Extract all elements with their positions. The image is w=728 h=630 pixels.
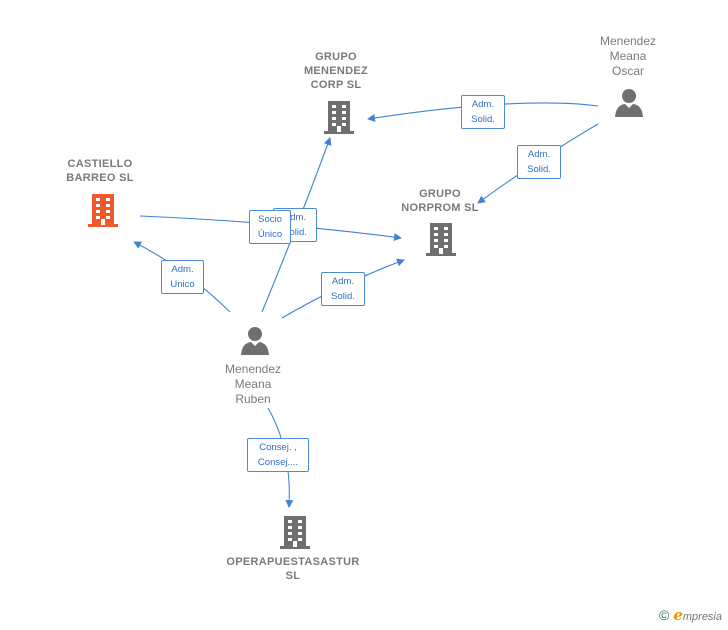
person-icon[interactable] <box>240 326 270 356</box>
company-label-operapuestasastur[interactable]: OPERAPUESTASASTUR SL <box>226 556 360 582</box>
brand-initial: e <box>673 606 683 624</box>
copyright-symbol: © <box>659 607 670 623</box>
empresia-watermark: ©empresia <box>659 606 722 624</box>
company-label-grupo-menendez-corp[interactable]: GRUPO MENENDEZ CORP SL <box>303 51 369 91</box>
edge-label-ruben-to-castiello[interactable]: Adm. Unico <box>161 260 204 294</box>
building-icon[interactable] <box>426 222 456 256</box>
company-label-grupo-norprom[interactable]: GRUPO NORPROM SL <box>401 188 479 214</box>
building-icon-highlighted[interactable] <box>88 193 118 227</box>
building-icon[interactable] <box>324 100 354 134</box>
building-icon[interactable] <box>280 515 310 549</box>
edge-label-ruben-to-norprom[interactable]: Adm. Solid. <box>321 272 365 306</box>
edge-label-oscar-to-norprom[interactable]: Adm. Solid. <box>517 145 561 179</box>
brand-name: empresia <box>673 606 722 624</box>
person-label-menendez-meana-oscar[interactable]: Menendez Meana Oscar <box>599 34 657 78</box>
person-icon[interactable] <box>614 88 644 118</box>
company-label-castiello-barreo[interactable]: CASTIELLO BARREO SL <box>66 158 134 184</box>
brand-rest: mpresia <box>682 611 722 623</box>
edge-label-socio-unico[interactable]: Socio Único <box>249 210 291 244</box>
edge-label-ruben-to-operapuestas[interactable]: Consej. , Consej.... <box>247 438 309 472</box>
edge-label-oscar-to-corp[interactable]: Adm. Solid. <box>461 95 505 129</box>
person-label-menendez-meana-ruben[interactable]: Menendez Meana Ruben <box>224 362 282 406</box>
